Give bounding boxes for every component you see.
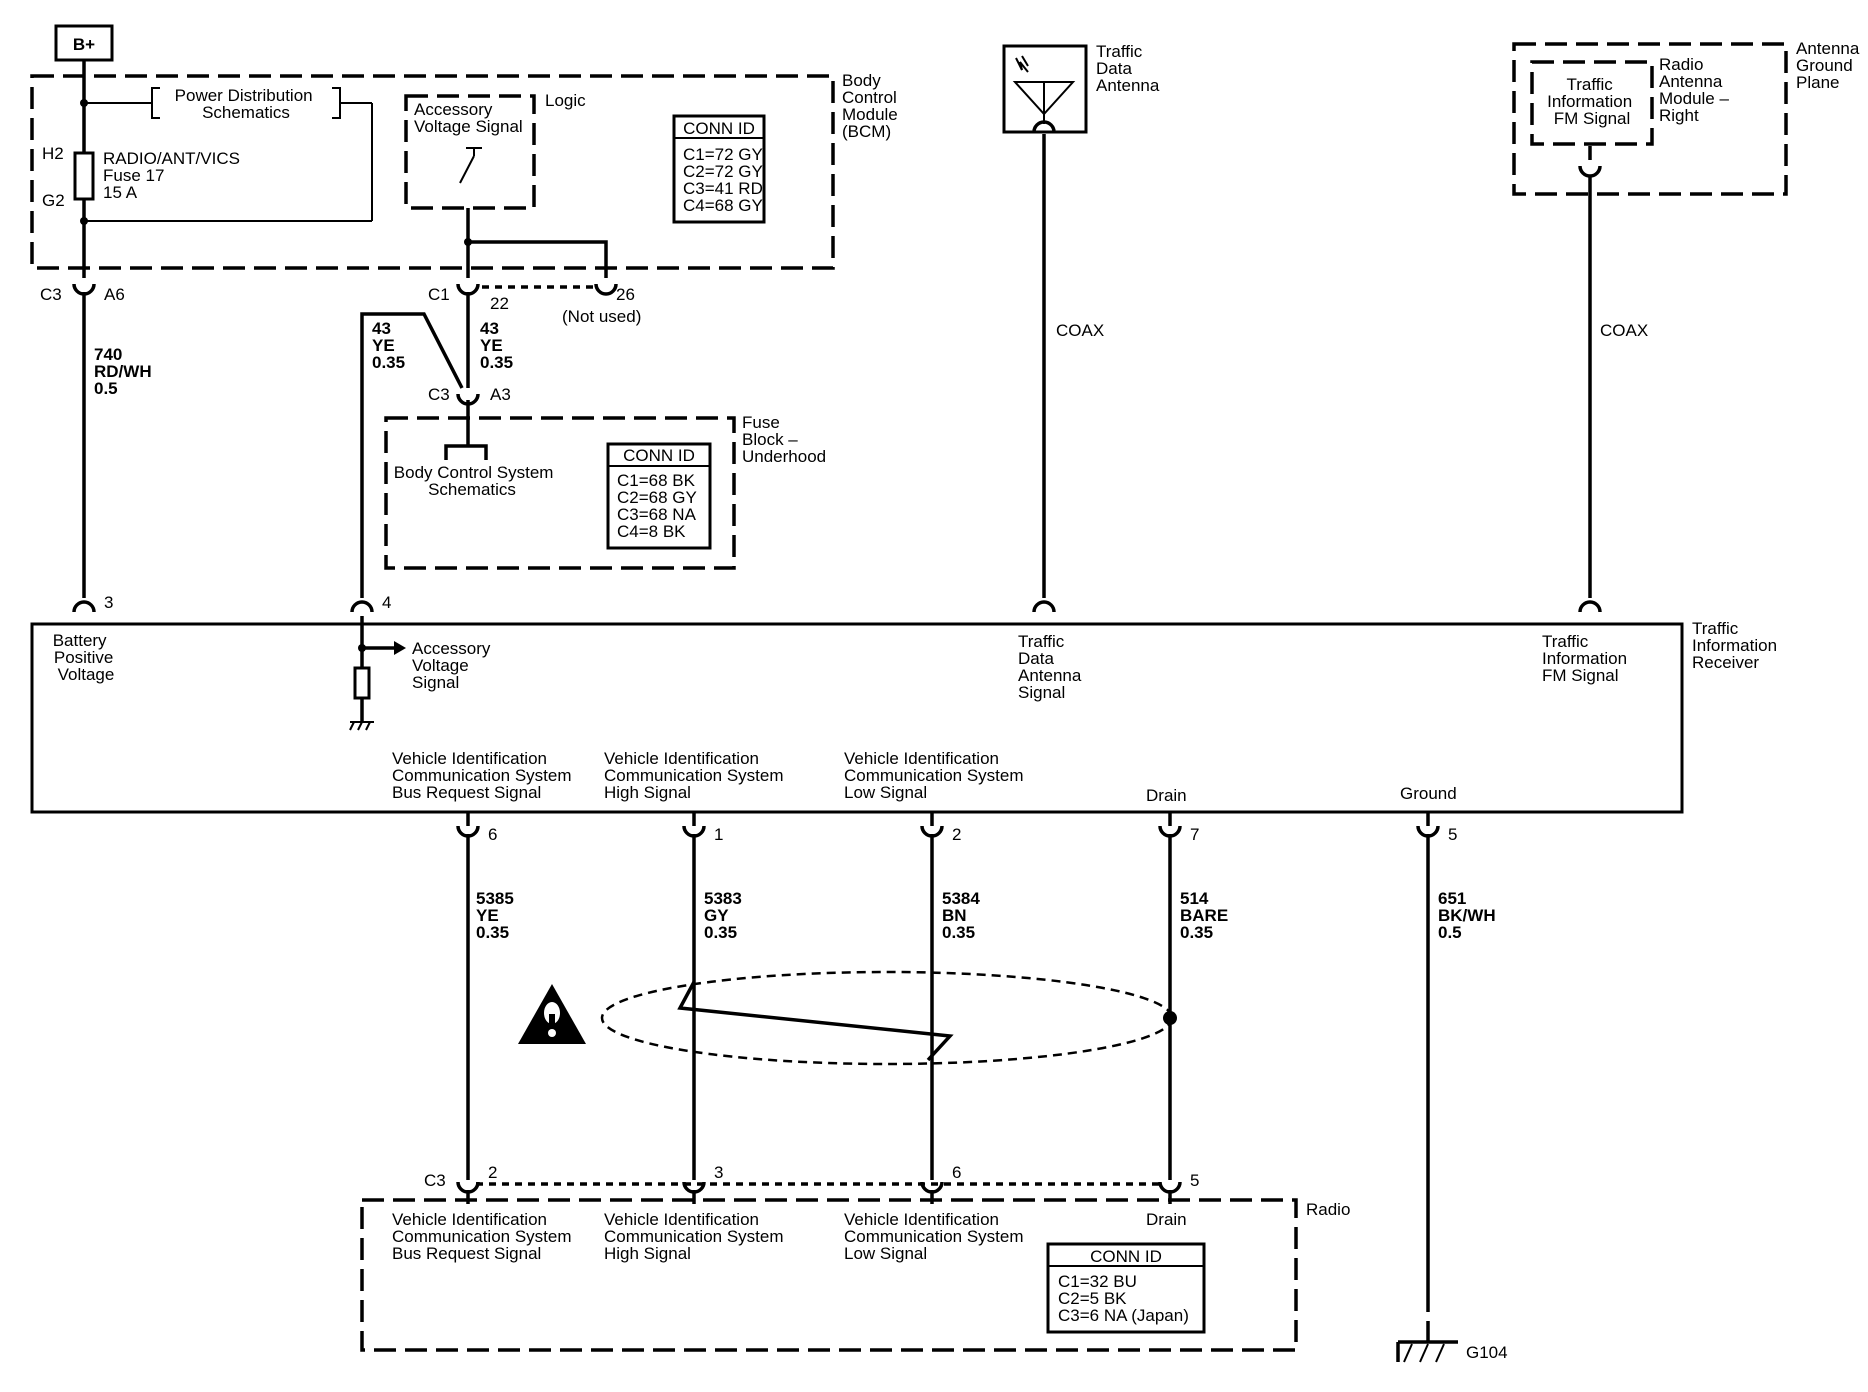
- svg-text:C1: C1: [428, 285, 450, 304]
- svg-text:Vehicle Identification Com: Vehicle Identification Communication Sys…: [844, 1210, 1028, 1263]
- svg-text:Traffic Data Antenna: Traffic Data Antenna: [1096, 42, 1160, 95]
- svg-text:2: 2: [488, 1163, 497, 1182]
- svg-text:651 BK/WH 0.5: 651 BK/WH 0.5: [1438, 889, 1500, 942]
- fuse-label: RADIO/ANT/VICS Fuse 17 15 A: [103, 149, 245, 202]
- svg-text:CONN ID: CONN ID: [683, 119, 755, 138]
- ground-symbol-internal: [349, 721, 374, 731]
- svg-text:C1=32 BU C2=5 BK C3=6: C1=32 BU C2=5 BK C3=6 NA (Japan): [1058, 1272, 1189, 1325]
- svg-text:Traffic Information FM: Traffic Information FM Signal: [1542, 632, 1632, 685]
- svg-text:Accessory Voltage Sign: Accessory Voltage Signal: [412, 639, 495, 692]
- svg-text:C3: C3: [424, 1171, 446, 1190]
- ground-g104-icon: [1396, 1330, 1458, 1363]
- svg-text:A3: A3: [490, 385, 511, 404]
- bcm-conn-id: [672, 114, 766, 224]
- svg-text:Fuse Block – Underhood: Fuse Block – Underhood: [742, 413, 826, 466]
- svg-text:Traffic Information FM: Traffic Information FM Signal: [1547, 75, 1637, 128]
- svg-text:5384 BN 0.35: 5384 BN 0.35: [942, 889, 985, 942]
- logic-switch-icon: [459, 147, 482, 184]
- svg-text:CONN ID: CONN ID: [1090, 1247, 1162, 1266]
- radio-conn-id: [1046, 1242, 1206, 1334]
- svg-text:(Not used): (Not used): [562, 307, 641, 326]
- svg-text:Antenna Ground Plane: Antenna Ground Plane: [1796, 39, 1864, 92]
- svg-text:6: 6: [952, 1163, 961, 1182]
- svg-text:26: 26: [616, 285, 635, 304]
- svg-text:3: 3: [714, 1163, 723, 1182]
- svg-text:A6: A6: [104, 285, 125, 304]
- svg-text:Drain: Drain: [1146, 786, 1187, 805]
- power-distribution-label: Power Distribution Schematics: [175, 86, 318, 122]
- svg-text:CONN ID: CONN ID: [623, 446, 695, 465]
- antenna-ground-plane-box: [1512, 42, 1788, 196]
- svg-text:7: 7: [1190, 825, 1199, 844]
- bcm-label: Body Control Module (BCM): [842, 71, 903, 141]
- svg-text:Drain: Drain: [1146, 1210, 1187, 1229]
- svg-text:1: 1: [714, 825, 723, 844]
- svg-text:COAX: COAX: [1056, 321, 1104, 340]
- svg-text:5383 GY 0.35: 5383 GY 0.35: [704, 889, 747, 942]
- antenna-icon: [1012, 55, 1076, 124]
- svg-text:C1=68 BK C2=68 GY C3=6: C1=68 BK C2=68 GY C3=68 NA C4=8 BK: [617, 471, 701, 541]
- shield-ellipse: [600, 970, 1174, 1066]
- svg-text:6: 6: [488, 825, 497, 844]
- logic-label: Logic: [545, 91, 586, 110]
- radio-label: Radio: [1306, 1200, 1350, 1219]
- drain-splice: [1163, 1011, 1177, 1025]
- fuse-g2: G2: [42, 191, 65, 210]
- warning-icon: [518, 984, 586, 1044]
- fuse-17: [73, 151, 95, 201]
- bplus-label: B+: [73, 35, 95, 54]
- svg-text:740 RD/WH 0.5: 740 RD/WH 0.5: [94, 345, 156, 398]
- svg-text:C1=72 GY C2=72 GY C3=4: C1=72 GY C2=72 GY C3=41 RD C4=68 GY: [683, 145, 768, 215]
- svg-text:3: 3: [104, 593, 113, 612]
- twisted-pair: [677, 981, 954, 1062]
- fuse-block-conn-id: [606, 442, 712, 550]
- svg-text:Vehicle Identification Com: Vehicle Identification Communication Sys…: [392, 749, 576, 802]
- svg-text:Traffic Information Re: Traffic Information Receiver: [1692, 619, 1782, 672]
- svg-text:Vehicle Identification Com: Vehicle Identification Communication Sys…: [604, 1210, 788, 1263]
- svg-text:Battery Positive Volta: Battery Positive Voltage: [53, 631, 118, 684]
- svg-text:Vehicle Identification Com: Vehicle Identification Communication Sys…: [604, 749, 788, 802]
- svg-text:Body Control System Schema: Body Control System Schematics: [394, 463, 558, 499]
- acc-signal-label: Accessory Voltage Signal: [414, 100, 523, 136]
- svg-text:4: 4: [382, 593, 391, 612]
- radio-box: [360, 1198, 1298, 1352]
- traffic-information-receiver-box: [30, 622, 1684, 814]
- svg-text:43 YE 0.35: 43 YE 0.35: [372, 319, 405, 372]
- svg-text:C3: C3: [428, 385, 450, 404]
- fuse-h2: H2: [42, 144, 64, 163]
- svg-text:5385 YE 0.35: 5385 YE 0.35: [476, 889, 519, 942]
- svg-text:43 YE 0.35: 43 YE 0.35: [480, 319, 513, 372]
- svg-text:22: 22: [490, 294, 509, 313]
- svg-text:Vehicle Identification Com: Vehicle Identification Communication Sys…: [392, 1210, 576, 1263]
- fuse-block-box: [384, 416, 736, 570]
- svg-text:Ground: Ground: [1400, 784, 1457, 803]
- logic-box: [404, 94, 536, 210]
- svg-text:5: 5: [1190, 1171, 1199, 1190]
- svg-text:C3: C3: [40, 285, 62, 304]
- svg-text:514 BARE 0.35: 514 BARE 0.35: [1180, 889, 1233, 942]
- wire-43-receiver: [360, 312, 464, 598]
- radio-antenna-module-box: [1530, 60, 1654, 146]
- svg-text:Traffic Data Antenna: Traffic Data Antenna Signal: [1018, 632, 1086, 702]
- svg-text:COAX: COAX: [1600, 321, 1648, 340]
- svg-text:G104: G104: [1466, 1343, 1508, 1362]
- svg-text:Vehicle Identification Com: Vehicle Identification Communication Sys…: [844, 749, 1028, 802]
- svg-text:5: 5: [1448, 825, 1457, 844]
- svg-text:Radio Antenna Module –: Radio Antenna Module – Right: [1659, 55, 1734, 125]
- svg-text:2: 2: [952, 825, 961, 844]
